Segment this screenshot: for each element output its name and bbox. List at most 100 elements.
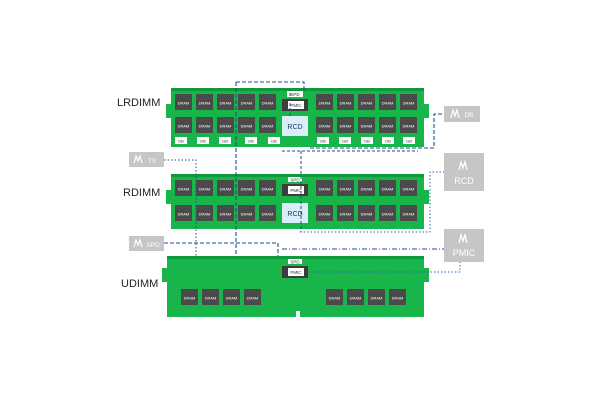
dram-chip-label: DRAM bbox=[361, 124, 373, 129]
dram-chip bbox=[244, 289, 261, 305]
lrdimm-tab-left bbox=[166, 104, 171, 118]
dram-chip bbox=[400, 205, 417, 221]
db-chip-label: DB bbox=[178, 139, 184, 144]
dram-chip bbox=[316, 205, 333, 221]
dram-chip-label: DRAM bbox=[220, 212, 232, 217]
db-chip-label: DB bbox=[320, 139, 326, 144]
dram-chip-label: DRAM bbox=[241, 212, 253, 217]
dram-chip-label: DRAM bbox=[340, 212, 352, 217]
lrdimm-rcd-chip bbox=[282, 116, 308, 136]
rdimm-spd-chip bbox=[288, 177, 302, 182]
callout-spd-box bbox=[129, 236, 164, 251]
dram-chip bbox=[217, 205, 234, 221]
dram-chip bbox=[181, 289, 198, 305]
dram-chip-label: DRAM bbox=[241, 187, 253, 192]
dram-chip-label: DRAM bbox=[319, 124, 331, 129]
dram-chip bbox=[238, 205, 255, 221]
dram-chip bbox=[196, 117, 213, 133]
dram-chip bbox=[337, 180, 354, 196]
dram-chip-label: DRAM bbox=[382, 124, 394, 129]
dram-chip bbox=[379, 94, 396, 110]
dram-chip-label: DRAM bbox=[403, 101, 415, 106]
dram-chip-label: DRAM bbox=[199, 187, 211, 192]
db-chip-label: DB bbox=[364, 139, 370, 144]
rdimm-dram-row-top: DRAM DRAM DRAM DRAM DRAM DRAM DRAM DRAM … bbox=[175, 180, 417, 196]
dram-chip-label: DRAM bbox=[178, 124, 190, 129]
dram-chip-label: DRAM bbox=[382, 101, 394, 106]
callout-pmic: PMIC bbox=[444, 229, 484, 262]
dram-chip bbox=[259, 117, 276, 133]
udimm-dram-row: DRAM DRAM DRAM DRAM DRAM DRAM DRAM DRAM bbox=[181, 289, 406, 305]
udimm-pcb-edge bbox=[167, 256, 424, 259]
dram-chip bbox=[358, 117, 375, 133]
dram-chip bbox=[196, 205, 213, 221]
lrdimm-dram-row-bottom: DRAM DRAM DRAM DRAM DRAM DRAM DRAM DRAM … bbox=[175, 117, 417, 133]
db-chip-label: DB bbox=[271, 139, 277, 144]
ts-callout-line bbox=[164, 159, 197, 256]
dram-chip bbox=[196, 94, 213, 110]
callout-ts: TS bbox=[129, 152, 164, 167]
rdimm-spd-label: SPD bbox=[290, 177, 300, 182]
dram-chip bbox=[217, 117, 234, 133]
dram-chip-label: DRAM bbox=[262, 187, 274, 192]
rdimm-pcb-edge bbox=[171, 174, 424, 177]
udimm-module: UDIMM DRAM DRAM DRAM DRAM DRAM DRAM DRAM… bbox=[121, 256, 429, 317]
rdimm-pmic-label: PMIC bbox=[290, 188, 302, 193]
dram-chip bbox=[400, 94, 417, 110]
dram-chip-label: DRAM bbox=[340, 187, 352, 192]
dram-chip bbox=[358, 205, 375, 221]
dram-chip bbox=[358, 180, 375, 196]
db-chip-label: DB bbox=[222, 139, 228, 144]
callout-pmic-box bbox=[444, 229, 484, 262]
lrdimm-tab-right bbox=[424, 104, 429, 118]
dram-chip-label: DRAM bbox=[199, 101, 211, 106]
dram-chip bbox=[326, 289, 343, 305]
dram-chip bbox=[202, 289, 219, 305]
lrdimm-spd-label: SPD bbox=[290, 92, 300, 97]
rdimm-module: RDIMM DRAM DRAM DRAM DRAM DRAM DRAM DRAM… bbox=[123, 174, 429, 229]
db-chip bbox=[403, 137, 415, 144]
dram-chip-label: DRAM bbox=[178, 212, 190, 217]
dram-chip-label: DRAM bbox=[403, 187, 415, 192]
dram-chip-label: DRAM bbox=[361, 187, 373, 192]
udimm-pmic-label: PMIC bbox=[290, 270, 302, 275]
callout-ts-label: TS bbox=[148, 158, 157, 165]
brand-logo-icon bbox=[450, 107, 460, 119]
brand-logo-icon bbox=[458, 232, 468, 244]
dram-chip-label: DRAM bbox=[178, 101, 190, 106]
spd-bus-top bbox=[236, 81, 305, 92]
dram-chip-label: DRAM bbox=[184, 296, 196, 301]
dram-chip-label: DRAM bbox=[220, 101, 232, 106]
rdimm-label: RDIMM bbox=[123, 187, 160, 199]
dram-chip bbox=[175, 180, 192, 196]
lrdimm-module: LRDIMM DRAM DRAM DRAM DRAM DRAM DRAM DRA… bbox=[117, 88, 429, 147]
callout-spd-label: SPD bbox=[146, 242, 160, 249]
dram-chip bbox=[196, 180, 213, 196]
dram-chip bbox=[217, 180, 234, 196]
dram-chip-label: DRAM bbox=[205, 296, 217, 301]
db-chip bbox=[361, 137, 373, 144]
callout-db-label: DB bbox=[464, 112, 473, 119]
connection-lines bbox=[164, 81, 461, 273]
dram-chip-label: DRAM bbox=[262, 124, 274, 129]
callout-spd: SPD bbox=[129, 236, 164, 251]
dram-chip bbox=[316, 180, 333, 196]
dram-chip bbox=[175, 117, 192, 133]
dram-chip-label: DRAM bbox=[329, 296, 341, 301]
db-chip-label: DB bbox=[385, 139, 391, 144]
dram-chip bbox=[347, 289, 364, 305]
udimm-pmic-link bbox=[308, 262, 461, 273]
dram-chip-label: DRAM bbox=[247, 296, 259, 301]
dram-chip-label: DRAM bbox=[382, 187, 394, 192]
db-chip-label: DB bbox=[342, 139, 348, 144]
db-chip bbox=[339, 137, 351, 144]
dram-chip bbox=[259, 180, 276, 196]
rdimm-dram-row-bottom: DRAM DRAM DRAM DRAM DRAM DRAM DRAM DRAM … bbox=[175, 205, 417, 221]
callout-rcd-label: RCD bbox=[454, 176, 474, 186]
callout-rcd: RCD bbox=[444, 153, 484, 191]
dram-chip-label: DRAM bbox=[361, 212, 373, 217]
udimm-key-notch bbox=[296, 311, 300, 317]
db-callout-line bbox=[310, 113, 444, 149]
dram-chip bbox=[400, 117, 417, 133]
